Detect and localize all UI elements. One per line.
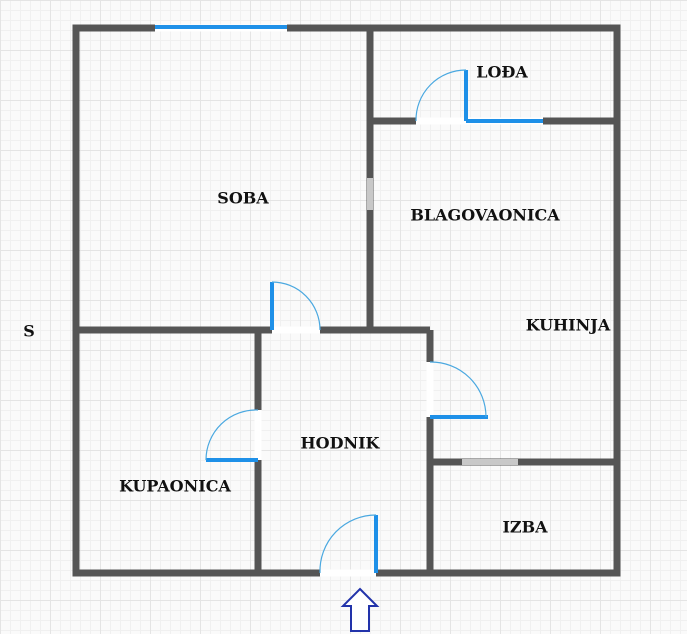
door-entrance xyxy=(319,514,378,577)
room-label-izba: IZBA xyxy=(502,518,548,537)
room-label-kupaonica: KUPAONICA xyxy=(119,477,231,496)
door-soba xyxy=(270,281,321,334)
door-loda xyxy=(415,69,468,125)
entrance-arrow-icon xyxy=(340,587,380,632)
room-label-blagovaonica: BLAGOVAONICA xyxy=(410,206,560,225)
doors xyxy=(205,69,488,577)
room-label-hodnik: HODNIK xyxy=(301,434,381,453)
windows xyxy=(155,24,543,465)
room-label-kuhinja: KUHINJA xyxy=(526,316,611,335)
compass-label: S xyxy=(23,322,35,341)
door-blagovaonica xyxy=(426,361,488,419)
room-label-soba: SOBA xyxy=(217,189,269,208)
room-label-loda: LOĐA xyxy=(476,63,528,82)
door-kupaonica xyxy=(205,409,262,462)
